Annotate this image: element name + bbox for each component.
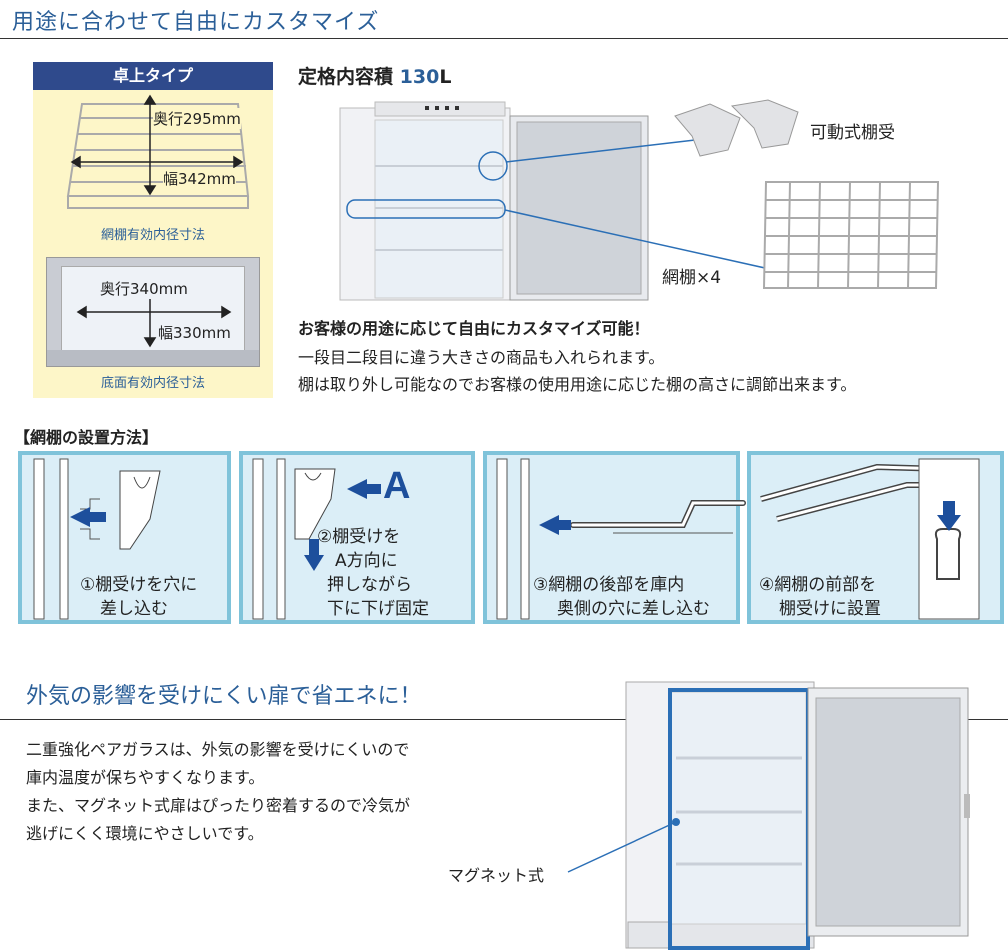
customize-line2: 棚は取り外し可能なのでお客様の使用用途に応じた棚の高さに調節出来ます。 xyxy=(298,375,857,394)
magnet-label: マグネット式 xyxy=(448,862,545,886)
capacity-value: 130 xyxy=(399,66,440,88)
step1-image xyxy=(33,458,161,620)
step2-line4: 下に下げ固定 xyxy=(327,599,429,619)
install-step-4: ④網棚の前部を 棚受けに設置 xyxy=(747,451,1004,624)
showcase-image xyxy=(339,101,766,301)
capacity-title: 定格内容積 130L xyxy=(298,62,451,89)
energy-line1: 二重強化ペアガラスは、外気の影響を受けにくいので xyxy=(26,740,410,759)
shelf-caption: 網棚有効内径寸法 xyxy=(100,228,205,243)
energy-line3: また、マグネット式扉はぴったり密着するので冷気が xyxy=(26,796,411,815)
tabletop-badge: 卓上タイプ xyxy=(33,62,273,90)
step1-line2: 差し込む xyxy=(100,599,168,619)
bracket-image xyxy=(674,99,799,157)
net-shelf-label: 網棚×4 xyxy=(662,268,722,288)
customize-line1: 一段目二段目に違う大きさの商品も入れられます。 xyxy=(298,348,665,367)
step3-line2: 奥側の穴に差し込む xyxy=(557,599,710,619)
bottom-caption: 底面有効内径寸法 xyxy=(100,376,205,391)
energy-text: 二重強化ペアガラスは、外気の影響を受けにくいので 庫内温度が保ちやすくなります。… xyxy=(26,736,410,848)
step3-image xyxy=(496,458,746,620)
step1-line1: ①棚受けを穴に xyxy=(80,575,198,595)
step2-image xyxy=(252,458,381,620)
step4-line1: ④網棚の前部を xyxy=(759,575,877,595)
install-heading: 【網棚の設置方法】 xyxy=(14,428,159,447)
step2-line1: ②棚受けを xyxy=(317,527,401,547)
divider xyxy=(0,719,1008,720)
install-step-3: ③網棚の後部を庫内 奥側の穴に差し込む xyxy=(483,451,746,624)
step2-line2: A方向に xyxy=(335,551,398,571)
section-heading-energy: 外気の影響を受けにくい扉で省エネに！ xyxy=(26,684,422,709)
net-shelf-image xyxy=(762,181,940,289)
step4-image xyxy=(760,458,980,620)
bottom-width-label: 幅330mm xyxy=(158,322,231,343)
step2-letter: A xyxy=(383,465,411,507)
showcase-magnet-image xyxy=(567,681,970,950)
step4-line2: 棚受けに設置 xyxy=(779,599,881,619)
install-step-1: ①棚受けを穴に 差し込む xyxy=(18,451,231,624)
energy-line2: 庫内温度が保ちやすくなります。 xyxy=(26,768,265,787)
energy-line4: 逃げにくく環境にやさしいです。 xyxy=(26,824,264,843)
movable-bracket-label: 可動式棚受 xyxy=(810,123,895,143)
capacity-label: 定格内容積 xyxy=(298,66,394,88)
section-heading-customize: 用途に合わせて自由にカスタマイズ xyxy=(12,10,380,35)
step2-line3: 押しながら xyxy=(327,575,412,595)
customize-lead: お客様の用途に応じて自由にカスタマイズ可能！ xyxy=(298,319,650,338)
shelf-width-label: 幅342mm xyxy=(163,168,236,189)
capacity-unit: L xyxy=(439,66,452,88)
shelf-depth-label: 奥行295mm xyxy=(153,108,241,129)
step3-line1: ③網棚の後部を庫内 xyxy=(533,575,685,595)
install-step-2: A ②棚受けを A方向に 押しながら 下に下げ固定 xyxy=(239,451,475,624)
divider xyxy=(0,38,1008,39)
bottom-depth-label: 奥行340mm xyxy=(100,278,188,299)
